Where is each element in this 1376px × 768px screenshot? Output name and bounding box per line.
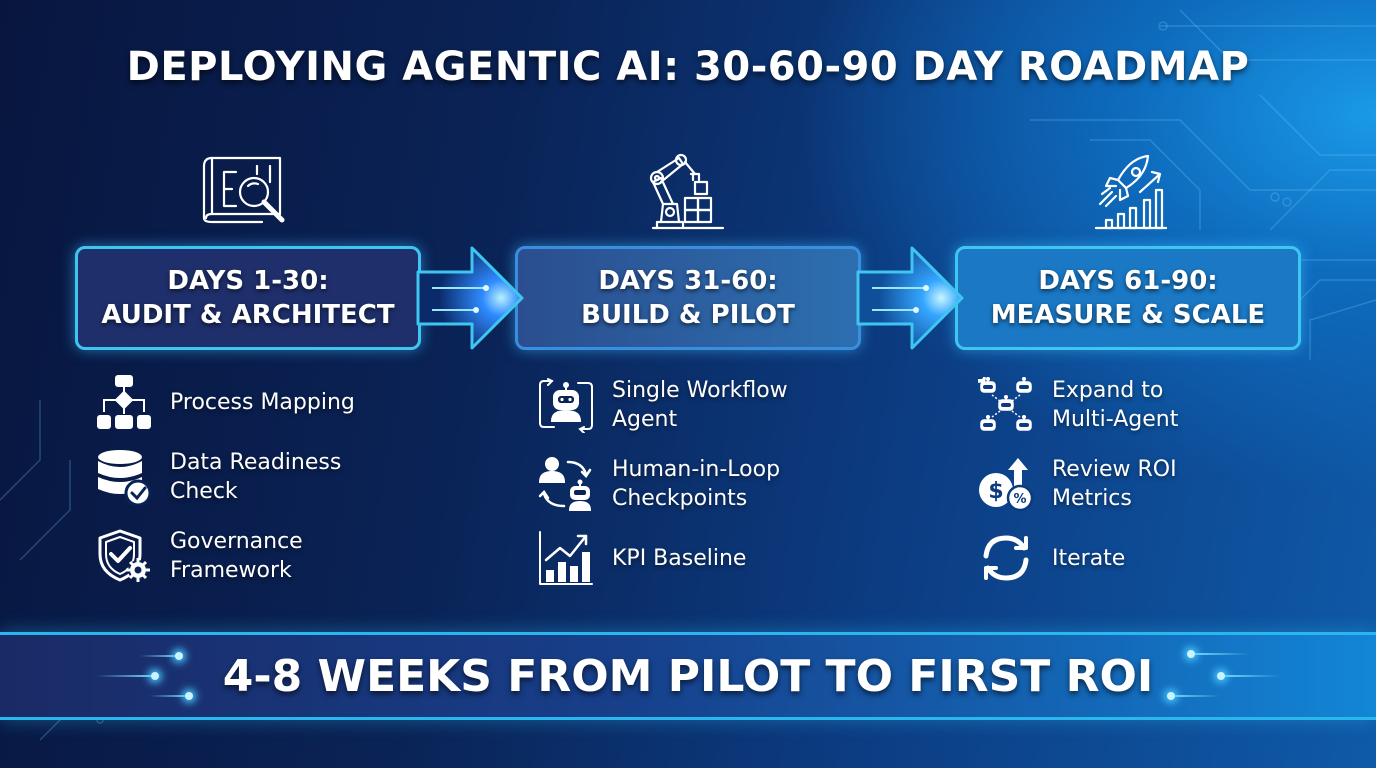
task-expand-multi-agent: Expand to Multi-Agent xyxy=(978,376,1178,434)
phase-days-label: DAYS 61-90: xyxy=(1038,266,1218,296)
page-title: DEPLOYING AGENTIC AI: 30-60-90 DAY ROADM… xyxy=(126,44,1250,90)
phase-box-days-31-60: DAYS 31-60: BUILD & PILOT xyxy=(515,246,861,350)
task-process-mapping: Process Mapping xyxy=(96,374,355,430)
phase-box-days-1-30: DAYS 1-30: AUDIT & ARCHITECT xyxy=(75,246,421,350)
task-label: Expand to Multi-Agent xyxy=(1052,378,1179,432)
phase-name-label: BUILD & PILOT xyxy=(581,300,795,330)
robot-arm-icon xyxy=(649,153,725,230)
phase-days-label: DAYS 1-30: xyxy=(167,266,329,296)
light-streak-decoration xyxy=(140,652,183,660)
summary-banner: 4-8 WEEKS FROM PILOT TO FIRST ROI xyxy=(0,632,1376,720)
arrow-right-icon xyxy=(416,246,524,350)
task-label: Single Workflow Agent xyxy=(612,378,788,432)
shield-gear-icon xyxy=(98,529,150,582)
phase-name-label: AUDIT & ARCHITECT xyxy=(101,300,395,330)
arrow-right-icon xyxy=(856,246,964,350)
light-streak-decoration xyxy=(1187,650,1250,658)
phase-days-label: DAYS 31-60: xyxy=(598,266,778,296)
rocket-growth-icon xyxy=(1094,154,1168,230)
task-label: Process Mapping xyxy=(170,389,355,415)
flowchart-icon xyxy=(97,375,151,429)
task-label: KPI Baseline xyxy=(612,545,747,571)
banner-text: 4-8 WEEKS FROM PILOT TO FIRST ROI xyxy=(222,651,1154,702)
task-review-roi-metrics: $ % Review ROI Metrics xyxy=(978,455,1177,513)
light-streak-decoration xyxy=(1217,672,1280,680)
light-streak-decoration xyxy=(1167,692,1220,700)
task-label: Review ROI Metrics xyxy=(1052,457,1177,511)
task-label: Iterate xyxy=(1052,545,1126,571)
multi-robot-network-icon xyxy=(978,377,1032,431)
task-label: Human-in-Loop Checkpoints xyxy=(612,457,781,511)
svg-text:%: % xyxy=(1013,492,1026,507)
blueprint-magnifier-icon xyxy=(202,156,285,224)
svg-text:$: $ xyxy=(988,479,1003,504)
task-governance-framework: Governance Framework xyxy=(96,527,303,585)
task-data-readiness-check: Data Readiness Check xyxy=(96,448,341,506)
robot-cycle-icon xyxy=(539,378,593,433)
light-streak-decoration xyxy=(96,672,159,680)
bar-chart-trend-icon xyxy=(539,531,593,585)
dollar-percent-up-icon: $ % xyxy=(979,458,1034,512)
task-iterate: Iterate xyxy=(978,530,1125,586)
refresh-cycle-icon xyxy=(983,535,1029,581)
task-label: Governance Framework xyxy=(170,529,303,583)
task-human-in-loop-checkpoints: Human-in-Loop Checkpoints xyxy=(538,455,780,513)
phase-box-days-61-90: DAYS 61-90: MEASURE & SCALE xyxy=(955,246,1301,350)
task-single-workflow-agent: Single Workflow Agent xyxy=(538,376,788,434)
phase-name-label: MEASURE & SCALE xyxy=(990,300,1266,330)
task-label: Data Readiness Check xyxy=(170,450,342,504)
database-check-icon xyxy=(98,450,152,505)
human-robot-loop-icon xyxy=(538,457,592,511)
light-streak-decoration xyxy=(150,692,193,700)
task-kpi-baseline: KPI Baseline xyxy=(538,530,746,586)
